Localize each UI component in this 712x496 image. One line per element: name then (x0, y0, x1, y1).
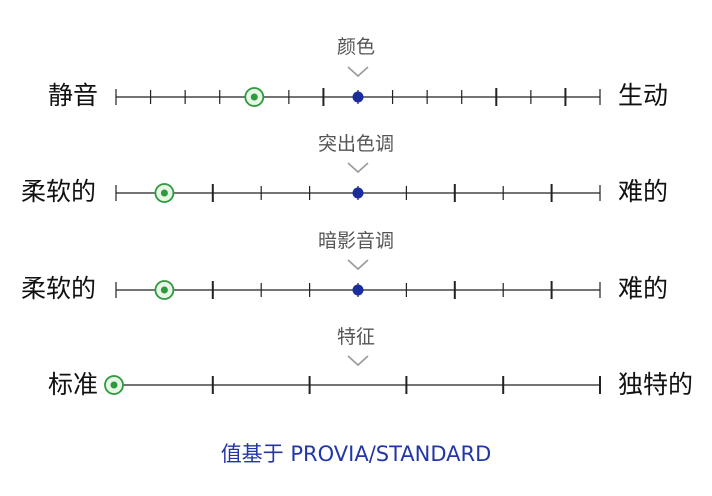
slider-left-label: 柔软的 (20, 177, 96, 206)
slider-right-label: 生动 (618, 81, 669, 110)
slider-left-label: 标准 (47, 370, 98, 399)
slider-right-label: 难的 (618, 274, 669, 303)
slider-right-label: 独特的 (618, 370, 694, 399)
chevron-down-icon (347, 162, 369, 174)
slider-title: 暗影音调 (317, 230, 394, 252)
slider-track[interactable] (0, 0, 712, 420)
slider-track[interactable] (0, 0, 712, 330)
slider-thumb[interactable] (154, 183, 175, 203)
default-marker (352, 187, 364, 199)
chevron-down-icon (347, 259, 369, 271)
slider-thumb[interactable] (244, 87, 265, 107)
slider-title: 特征 (336, 326, 375, 348)
default-marker (352, 91, 364, 103)
chevron-down-icon (347, 355, 369, 367)
slider-thumb[interactable] (104, 375, 124, 395)
slider-title: 突出色调 (317, 133, 394, 155)
slider-track[interactable] (0, 0, 712, 140)
slider-thumb[interactable] (154, 280, 175, 300)
footer-note: 值基于 PROVIA/STANDARD (220, 442, 492, 466)
slider-right-label: 难的 (618, 177, 669, 206)
slider-left-label: 静音 (47, 81, 98, 110)
default-marker (352, 284, 364, 296)
slider-track[interactable] (0, 0, 712, 240)
slider-left-label: 柔软的 (20, 274, 96, 303)
slider-title: 颜色 (336, 36, 375, 58)
chevron-down-icon (347, 66, 369, 78)
